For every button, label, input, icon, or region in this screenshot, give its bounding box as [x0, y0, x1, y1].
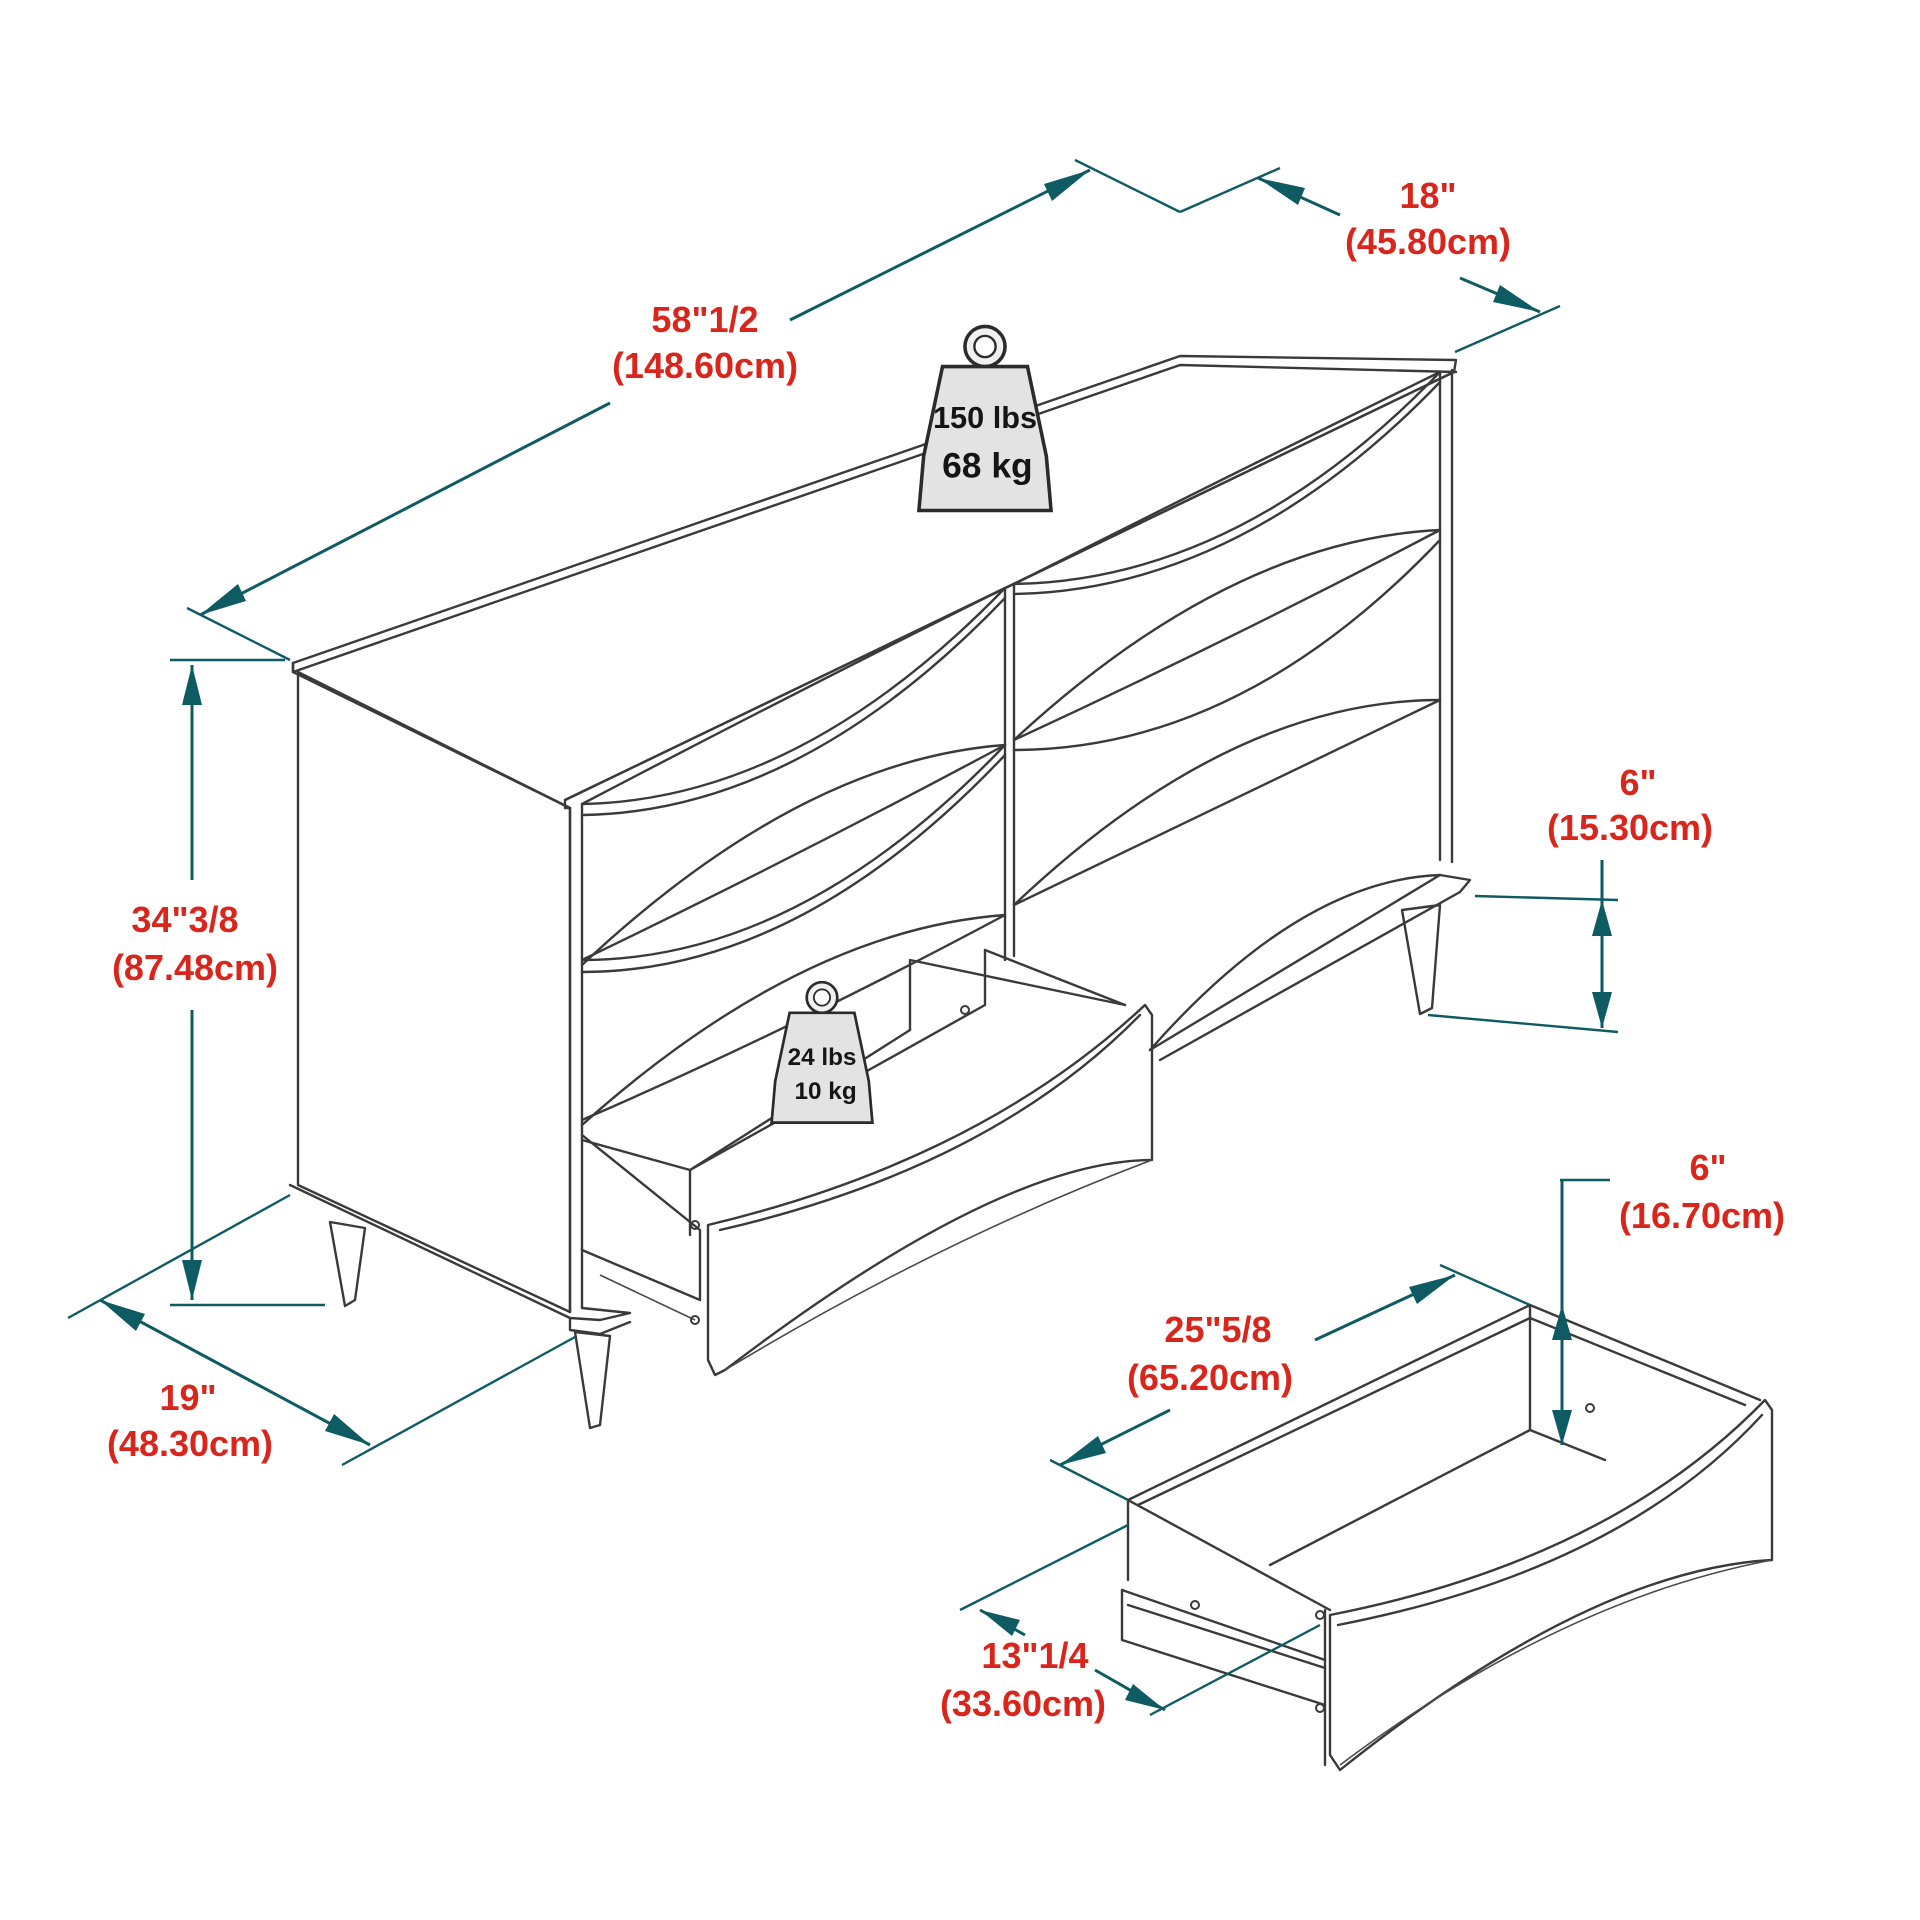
arrow-head: [1125, 1684, 1165, 1710]
drawer-weight-metric: 10 kg: [795, 1078, 857, 1105]
height-imperial: 34"3/8: [131, 899, 238, 940]
dimension-label-drawer-depth: 13"1/4 (33.60cm): [940, 1635, 1106, 1724]
drawer-height-imperial: 6": [1689, 1147, 1726, 1188]
arrow-head: [182, 665, 202, 705]
dresser-illustration: [288, 354, 1472, 1430]
arrow-head: [1044, 170, 1090, 201]
arrow-head: [1409, 1275, 1455, 1304]
dimension-label-base-depth: 19" (48.30cm): [107, 1377, 273, 1464]
arrow-head: [1552, 1305, 1572, 1340]
arrow-head: [182, 1260, 202, 1300]
drawer-front-row2-right: [1012, 528, 1442, 752]
dimension-label-drawer-width: 25"5/8 (65.20cm): [1127, 1309, 1293, 1398]
drawer-front-row1-right: [1012, 370, 1442, 596]
arrow-head: [1592, 900, 1612, 936]
depth-imperial: 18": [1399, 175, 1456, 216]
drawer-front-row2-left: [580, 743, 1007, 974]
dimension-label-height: 34"3/8 (87.48cm): [112, 899, 278, 988]
drawer-front-row1-left: [580, 586, 1007, 817]
dresser-top: [291, 354, 1458, 810]
height-metric: (87.48cm): [112, 947, 278, 988]
drawer-weight-imperial: 24 lbs: [788, 1044, 857, 1071]
arrow-head: [980, 1610, 1020, 1636]
drawer-illustration: [1120, 1303, 1774, 1772]
top-weight-metric: 68 kg: [942, 445, 1033, 485]
arrow-head: [1552, 1410, 1572, 1445]
dresser-leg: [328, 1220, 367, 1308]
width-imperial: 58"1/2: [651, 299, 758, 340]
weight-badge-top: 150 lbs 68 kg: [917, 324, 1053, 513]
dimension-label-drawer-height: 6" (16.70cm): [1619, 1147, 1785, 1236]
depth-metric: (45.80cm): [1345, 221, 1511, 262]
arrow-head: [200, 584, 246, 615]
arrow-head: [325, 1414, 370, 1445]
dresser-leg: [1400, 903, 1442, 1016]
drawer-depth-imperial: 13"1/4: [981, 1635, 1088, 1676]
arrow-head: [1493, 285, 1540, 312]
drawer-width-imperial: 25"5/8: [1164, 1309, 1271, 1350]
drawer-front: [1328, 1398, 1774, 1772]
dresser-side-panel: [296, 670, 572, 1314]
arrow-head: [1258, 178, 1305, 205]
open-drawer-in-dresser: [580, 948, 1154, 1377]
dimension-label-depth: 18" (45.80cm): [1345, 175, 1511, 262]
drawer-height-metric: (16.70cm): [1619, 1195, 1785, 1236]
leg-height-imperial: 6": [1619, 762, 1656, 803]
dimension-lines: [67, 158, 1619, 1717]
top-weight-imperial: 150 lbs: [933, 400, 1037, 435]
dresser-leg: [573, 1330, 612, 1430]
arrow-head: [1592, 992, 1612, 1028]
dimension-label-leg-height: 6" (15.30cm): [1547, 762, 1713, 848]
drawer-depth-metric: (33.60cm): [940, 1683, 1106, 1724]
width-metric: (148.60cm): [612, 345, 798, 386]
dimension-label-width: 58"1/2 (148.60cm): [612, 299, 798, 386]
leg-height-metric: (15.30cm): [1547, 807, 1713, 848]
base-depth-imperial: 19": [159, 1377, 216, 1418]
drawer-front-row3-right: [1012, 698, 1442, 1052]
arrow-head: [1060, 1436, 1106, 1465]
dresser-base: [288, 1183, 632, 1322]
drawer-width-metric: (65.20cm): [1127, 1357, 1293, 1398]
base-depth-metric: (48.30cm): [107, 1423, 273, 1464]
weight-badge-drawer: 24 lbs 10 kg: [770, 980, 874, 1124]
arrow-head: [100, 1300, 145, 1331]
